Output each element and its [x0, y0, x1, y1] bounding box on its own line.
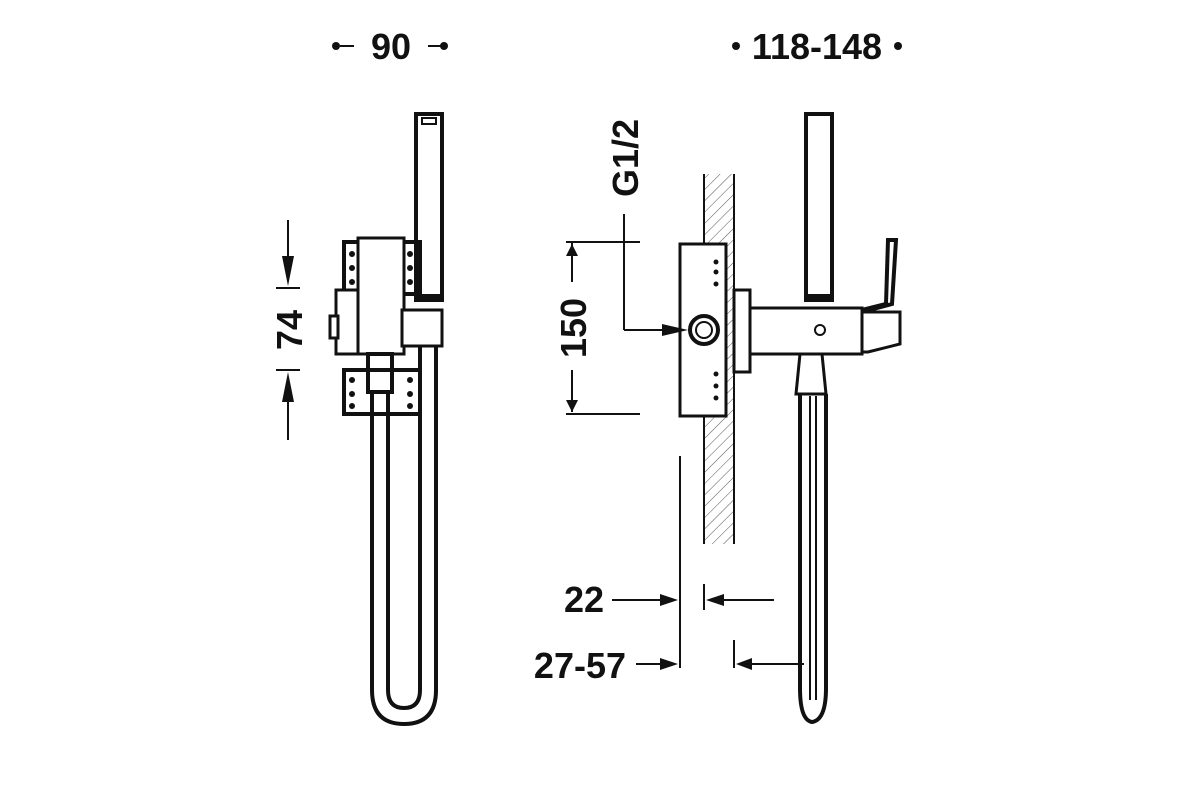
dimension-22-label: 22: [564, 579, 604, 620]
thread-label: G1/2: [605, 119, 646, 197]
front-view: 90: [269, 26, 448, 727]
dimension-74-label: 74: [269, 310, 310, 350]
dimension-150-label: 150: [553, 298, 594, 358]
hose-side: [794, 352, 828, 725]
dimension-118-148-label: 118-148: [752, 26, 882, 67]
dimension-74: 74: [269, 220, 310, 440]
dimension-27-57-label: 27-57: [534, 645, 626, 686]
extension-lines: [679, 456, 735, 668]
thread-callout: G1/2: [605, 119, 688, 336]
hose-front: [366, 346, 438, 727]
side-view: 118-148: [534, 26, 902, 725]
dimension-27-57: 27-57: [534, 645, 804, 686]
dimension-118-148: 118-148: [732, 26, 902, 67]
dimension-22: 22: [564, 579, 774, 620]
hand-shower-side: [804, 112, 834, 302]
mixer-side: [732, 238, 902, 374]
dimension-90-label: 90: [371, 26, 411, 67]
dimension-150: 150: [553, 241, 640, 415]
valve-body-front: [328, 236, 444, 356]
dimension-90: 90: [332, 26, 448, 67]
